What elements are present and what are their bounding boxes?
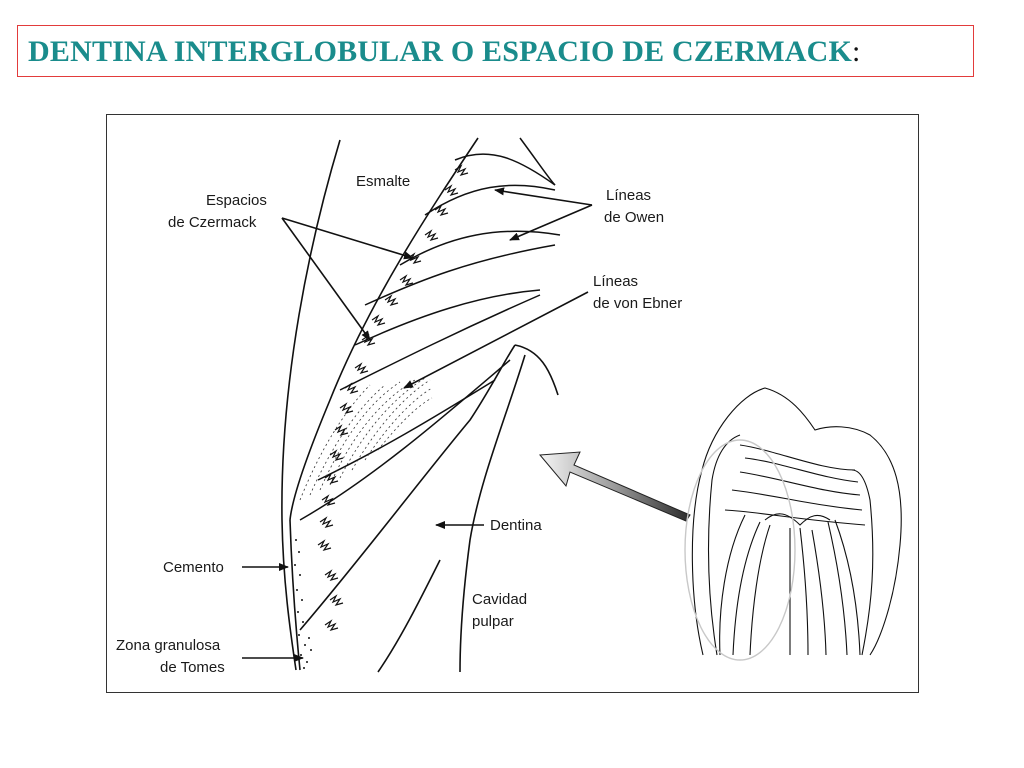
title-main: DENTINA INTERGLOBULAR O ESPACIO DE CZERM… [28,35,852,68]
pulp-cavity [299,344,559,673]
label-cemento: Cemento [163,559,224,576]
label-ebner-1: Líneas [593,273,638,290]
figure-frame [106,114,919,693]
label-cavidad-1: Cavidad [472,591,527,608]
title-colon: : [852,35,861,68]
label-tomes-2: de Tomes [160,659,225,676]
label-owen-2: de Owen [604,209,664,226]
label-esmalte: Esmalte [356,173,410,190]
slide-title: DENTINA INTERGLOBULAR O ESPACIO DE CZERM… [28,35,861,69]
label-cavidad-2: pulpar [472,613,514,630]
label-owen-1: Líneas [606,187,651,204]
big-arrow [538,451,691,522]
inset-tooth [691,387,902,656]
label-dentina: Dentina [490,517,542,534]
ebner-lines [299,289,541,521]
title-box: DENTINA INTERGLOBULAR O ESPACIO DE CZERM… [17,25,974,77]
label-ebner-2: de von Ebner [593,295,682,312]
label-espacios-1: Espacios [206,192,267,209]
tooth-outline [281,137,479,671]
owen-lines [364,137,561,306]
stipple-zone [299,377,433,501]
tomes-stipple [294,539,312,669]
pointer-arrows [242,187,593,662]
label-tomes-1: Zona granulosa [116,637,221,654]
inset-highlight [684,439,796,661]
label-espacios-2: de Czermack [168,214,257,231]
czermack-spaces [317,164,469,632]
diagram-labels: Esmalte Espacios de Czermack Líneas de O… [116,173,682,676]
